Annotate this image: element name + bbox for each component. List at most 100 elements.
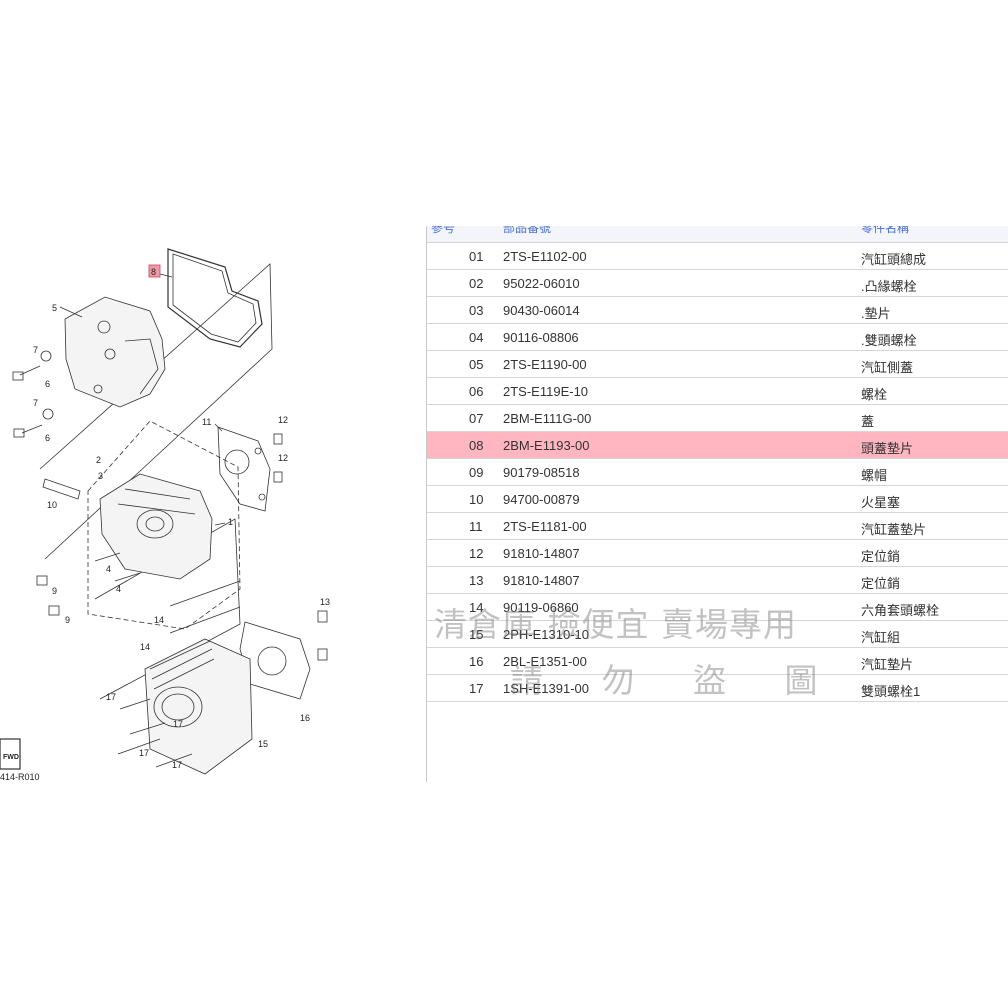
row-part-no: 2BM-E111G-00: [503, 411, 592, 426]
header-ref: 參号: [431, 226, 456, 235]
row-ref: 07: [469, 411, 484, 426]
table-row[interactable]: 07 2BM-E111G-00 蓋: [427, 405, 1008, 432]
callout-6: 6: [45, 433, 50, 443]
table-row[interactable]: 11 2TS-E1181-00 汽缸蓋墊片: [427, 513, 1008, 540]
callout-17: 17: [106, 692, 116, 702]
callout-13: 13: [320, 597, 330, 607]
row-name: .凸緣螺栓: [861, 279, 917, 294]
table-row[interactable]: 02 95022-06010 .凸緣螺栓: [427, 270, 1008, 297]
callout-12: 12: [278, 453, 288, 463]
callout-1: 1: [228, 517, 233, 527]
callout-15: 15: [258, 739, 268, 749]
callout-7: 7: [33, 345, 38, 355]
callout-6: 6: [45, 379, 50, 389]
callout-12: 12: [278, 415, 288, 425]
row-ref: 04: [469, 330, 484, 345]
row-ref: 12: [469, 546, 484, 561]
row-ref: 13: [469, 573, 484, 588]
row-part-no: 90119-06860: [503, 600, 579, 615]
row-name: 汽缸蓋墊片: [861, 522, 927, 537]
row-name: 螺栓: [861, 387, 888, 402]
row-ref: 02: [469, 276, 484, 291]
row-name: 頭蓋墊片: [861, 441, 914, 456]
table-row[interactable]: 13 91810-14807 定位銷: [427, 567, 1008, 594]
callout-3: 3: [98, 471, 103, 481]
table-row[interactable]: 04 90116-08806 .雙頭螺栓: [427, 324, 1008, 351]
callout-4: 4: [116, 584, 121, 594]
row-part-no: 94700-00879: [503, 492, 580, 507]
table-row[interactable]: 03 90430-06014 .墊片: [427, 297, 1008, 324]
row-part-no: 90116-08806: [503, 330, 579, 345]
row-part-no: 2PH-E1310-10: [503, 627, 589, 642]
callout-2: 2: [96, 455, 101, 465]
callout-9: 9: [65, 615, 70, 625]
row-ref: 08: [469, 438, 484, 453]
row-part-no: 90179-08518: [503, 465, 580, 480]
row-part-no: 2TS-E1181-00: [503, 519, 587, 534]
row-ref: 05: [469, 357, 484, 372]
callout-7: 7: [33, 398, 38, 408]
row-ref: 11: [469, 519, 483, 534]
row-part-no: 2TS-E1102-00: [503, 249, 587, 264]
row-name: 六角套頭螺栓: [861, 603, 940, 618]
table-row[interactable]: 17 1SH-E1391-00 雙頭螺栓1: [427, 675, 1008, 702]
table-row[interactable]: 15 2PH-E1310-10 汽缸組: [427, 621, 1008, 648]
callout-5: 5: [52, 303, 57, 313]
watermark-line1: 清倉庫 撿便宜 賣場專用: [434, 605, 797, 644]
row-ref: 15: [469, 627, 484, 642]
callout-4: 4: [106, 564, 111, 574]
callout-14: 14: [140, 642, 150, 652]
row-name: 蓋: [861, 414, 875, 429]
callout-14: 14: [154, 615, 164, 625]
drawing-code: 414-R010: [0, 772, 40, 782]
row-ref: 14: [469, 600, 484, 615]
callout-17: 17: [172, 760, 182, 770]
callout-16: 16: [300, 713, 310, 723]
row-ref: 17: [469, 681, 484, 696]
row-name: 定位銷: [861, 576, 901, 591]
watermark-line2: 請 勿 盜 圖: [510, 661, 842, 700]
callout-9: 9: [52, 586, 57, 596]
row-ref: 09: [469, 465, 484, 480]
table-header: 參号 部品番號 零件名稱: [427, 226, 1008, 243]
table-row[interactable]: 10 94700-00879 火星塞: [427, 486, 1008, 513]
row-name: 汽缸墊片: [861, 657, 914, 672]
row-part-no: 2TS-E119E-10: [503, 384, 589, 399]
fwd-label: FWD: [3, 754, 19, 761]
callout-10: 10: [47, 500, 57, 510]
table-row[interactable]: 05 2TS-E1190-00 汽缸側蓋: [427, 351, 1008, 378]
row-part-no: 2BL-E1351-00: [503, 654, 587, 669]
row-part-no: 95022-06010: [503, 276, 580, 291]
row-part-no: 91810-14807: [503, 573, 580, 588]
callout-17: 17: [173, 719, 183, 729]
row-name: 定位銷: [861, 549, 901, 564]
header-part-no: 部品番號: [503, 226, 552, 235]
row-name: 雙頭螺栓1: [861, 684, 921, 699]
table-row[interactable]: 08 2BM-E1193-00 頭蓋墊片: [427, 432, 1008, 459]
table-row[interactable]: 14 90119-06860 六角套頭螺栓: [427, 594, 1008, 621]
row-part-no: 90430-06014: [503, 303, 580, 318]
row-ref: 06: [469, 384, 484, 399]
row-name: .墊片: [861, 306, 891, 321]
table-row[interactable]: 06 2TS-E119E-10 螺栓: [427, 378, 1008, 405]
row-part-no: 1SH-E1391-00: [503, 681, 589, 696]
callout-17: 17: [139, 748, 149, 758]
row-name: 火星塞: [861, 495, 901, 510]
row-name: 汽缸頭總成: [861, 252, 927, 267]
row-name: 汽缸組: [861, 630, 901, 645]
row-part-no: 91810-14807: [503, 546, 580, 561]
row-ref: 03: [469, 303, 484, 318]
row-ref: 10: [469, 492, 484, 507]
header-name: 零件名稱: [861, 226, 910, 235]
row-name: .雙頭螺栓: [861, 333, 917, 348]
row-part-no: 2BM-E1193-00: [503, 438, 590, 453]
table-row[interactable]: 12 91810-14807 定位銷: [427, 540, 1008, 567]
row-part-no: 2TS-E1190-00: [503, 357, 587, 372]
callout-11: 11: [202, 417, 211, 427]
row-name: 汽缸側蓋: [861, 360, 914, 375]
